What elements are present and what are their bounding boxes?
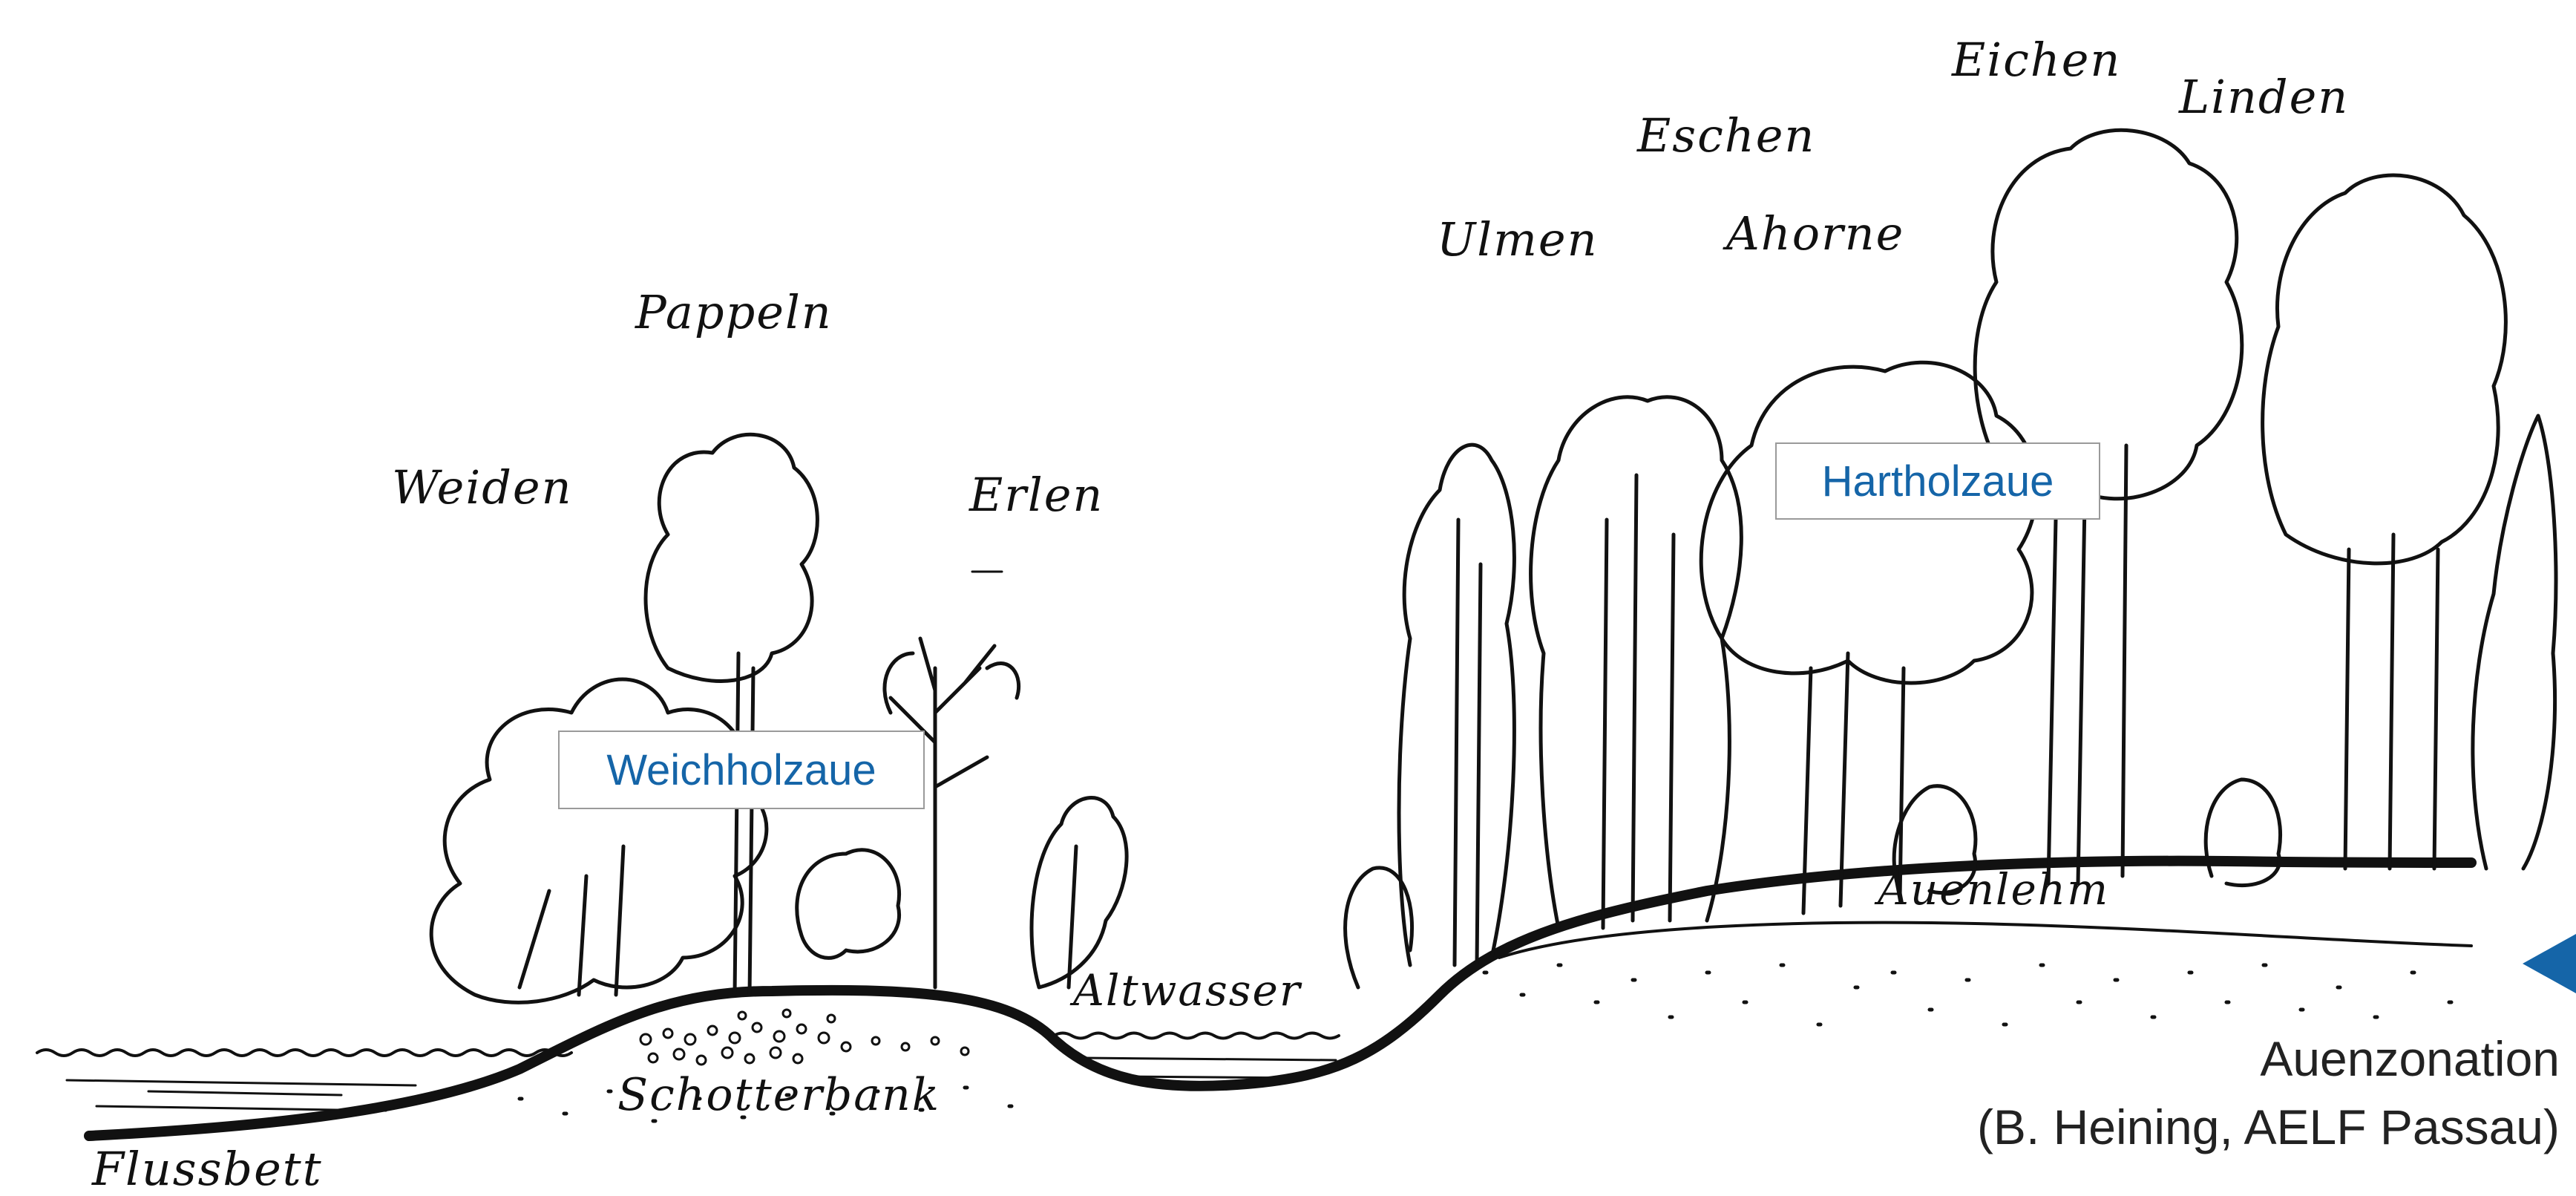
water-surface-left [37, 1050, 571, 1056]
label-weiden: Weiden [392, 460, 573, 514]
label-eschen: Eschen [1637, 108, 1815, 163]
previous-arrow-icon[interactable] [2523, 934, 2576, 993]
label-eichen: Eichen [1952, 33, 2121, 87]
label-ulmen: Ulmen [1437, 212, 1599, 267]
caption-title: Auenzonation [2260, 1030, 2560, 1087]
label-altwasser: Altwasser [1073, 965, 1302, 1016]
label-pappeln: Pappeln [635, 285, 833, 339]
auenlehm-boundary [1499, 923, 2471, 958]
label-flussbett: Flussbett [92, 1142, 323, 1196]
label-ahorne: Ahorne [1726, 206, 1904, 261]
water-surface-altwasser [1054, 1033, 1339, 1039]
zone-hartholzaue: Hartholzaue [1775, 442, 2100, 520]
label-linden: Linden [2179, 70, 2349, 124]
label-schotterbank: Schotterbank [617, 1069, 940, 1121]
label-erlen: Erlen [969, 468, 1104, 522]
caption-credit: (B. Heining, AELF Passau) [1977, 1099, 2560, 1155]
gravel-stones [640, 1010, 969, 1065]
label-auenlehm: Auenlehm [1878, 864, 2109, 915]
zone-weichholzaue: Weichholzaue [558, 731, 925, 809]
